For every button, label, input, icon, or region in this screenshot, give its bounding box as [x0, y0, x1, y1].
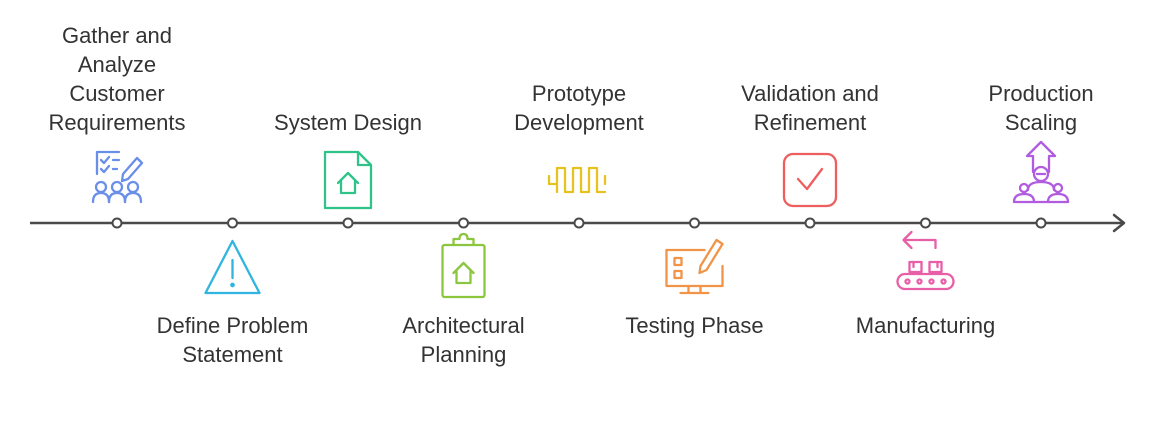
monitor-pencil-icon [665, 238, 724, 295]
step-label: Validation and Refinement [741, 81, 879, 135]
timeline-dot [111, 217, 123, 229]
step-label: Define Problem Statement [156, 313, 309, 367]
document-house-icon [323, 150, 373, 210]
clipboard-house-icon [441, 232, 486, 299]
timeline-arrowhead [1112, 213, 1126, 233]
timeline-dot [689, 217, 700, 229]
checkbox-icon [782, 152, 838, 208]
timeline-dot [458, 217, 469, 229]
step-label: Architectural Planning [402, 313, 525, 367]
timeline-dot [920, 217, 931, 229]
timeline-dot [573, 217, 585, 229]
conveyor-belt-icon [896, 230, 955, 291]
waveform-icon [547, 166, 607, 194]
step-label: Production Scaling [988, 81, 1094, 135]
timeline-dot [1035, 217, 1047, 229]
timeline-dot [227, 217, 238, 229]
requirements-checklist-team-icon [91, 150, 144, 204]
step-label: Gather and Analyze Customer Requirements [48, 23, 186, 135]
step-label: System Design [274, 110, 422, 135]
warning-triangle-icon [204, 239, 261, 295]
step-label: Manufacturing [855, 313, 996, 338]
step-label: Testing Phase [625, 313, 764, 338]
timeline-dot [804, 217, 816, 229]
timeline-dot [342, 217, 354, 229]
step-label: Prototype Development [514, 81, 644, 135]
scaling-team-arrow-icon [1012, 140, 1070, 204]
